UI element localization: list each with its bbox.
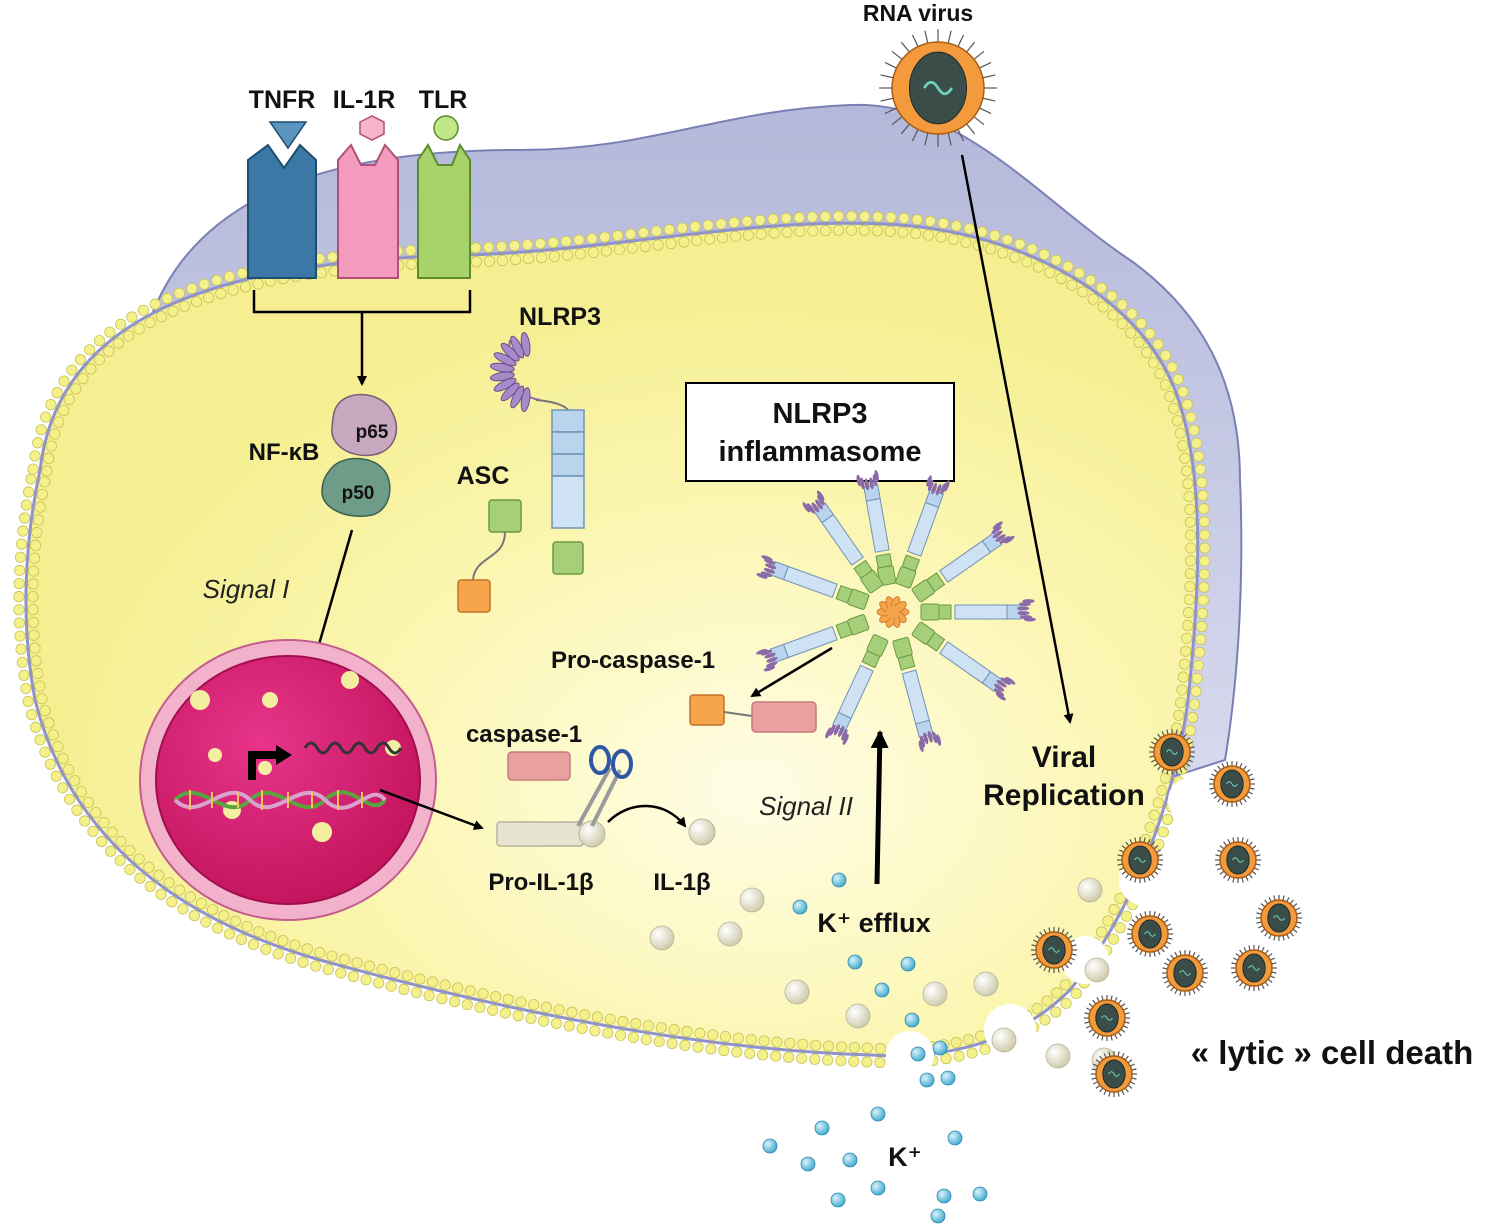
p65-label: p65 (356, 422, 389, 443)
rna-virus-icon (879, 29, 997, 147)
inflammasome-title-box (685, 382, 955, 482)
promoter-arrow-icon (248, 751, 278, 780)
pro-il1b (496, 820, 606, 848)
plasma-membrane (13, 210, 1211, 1069)
cytoplasm (24, 221, 1200, 1058)
caspase1-block (507, 751, 571, 781)
transcription-arrow (379, 788, 484, 830)
asc-label: ASC (457, 462, 510, 490)
k-efflux-label: K⁺ efflux (817, 908, 930, 938)
k-efflux-arrow (870, 730, 889, 885)
tnfr-receptor (247, 121, 317, 279)
scissors-icon (576, 745, 633, 827)
pro-caspase1 (689, 694, 817, 733)
inflammasome-title-line2: inflammasome (718, 436, 921, 468)
potassium-ions (762, 872, 988, 1224)
caspase1-label: caspase-1 (466, 721, 582, 748)
nlrp3-protein (489, 331, 585, 575)
nucleus (139, 639, 437, 921)
nfkb-label: NF-κB (249, 439, 320, 466)
mrna-strand (303, 741, 403, 755)
p50-label: p50 (342, 483, 375, 504)
viral-replication-line2: Replication (983, 779, 1145, 812)
tnfr-label: TNFR (249, 86, 316, 114)
nlrp3-label: NLRP3 (519, 303, 601, 331)
k-plus-label: K⁺ (888, 1142, 922, 1172)
nlrp3-inflammasome-complex (756, 469, 1036, 753)
il1r-label: IL-1R (333, 86, 396, 114)
inflammasome-title-line1: NLRP3 (772, 398, 867, 430)
signal1-label: Signal I (203, 574, 290, 604)
signal2-label: Signal II (759, 791, 853, 821)
p65-subunit: p65 (331, 393, 398, 457)
il1b-label: IL-1β (653, 869, 710, 896)
progeny-virions (1030, 728, 1303, 1098)
viral-replication-line1: Viral (1032, 741, 1097, 774)
il1b-mature (688, 818, 716, 846)
inflammasome-to-procaspase-arrow (750, 646, 833, 698)
p50-subunit: p50 (321, 457, 391, 517)
asc-adaptor (457, 499, 522, 613)
il1r-receptor (337, 115, 399, 279)
lytic-cell-death-label: « lytic » cell death (1191, 1034, 1473, 1071)
cleavage-arrow (607, 804, 687, 828)
tlr-label: TLR (419, 86, 468, 114)
pro-il1b-label: Pro-IL-1β (488, 869, 593, 896)
pro-caspase1-label: Pro-caspase-1 (551, 647, 715, 674)
rna-virus-label: RNA virus (863, 0, 973, 26)
virus-entry-arrow (960, 154, 1074, 724)
tlr-receptor (417, 115, 471, 279)
